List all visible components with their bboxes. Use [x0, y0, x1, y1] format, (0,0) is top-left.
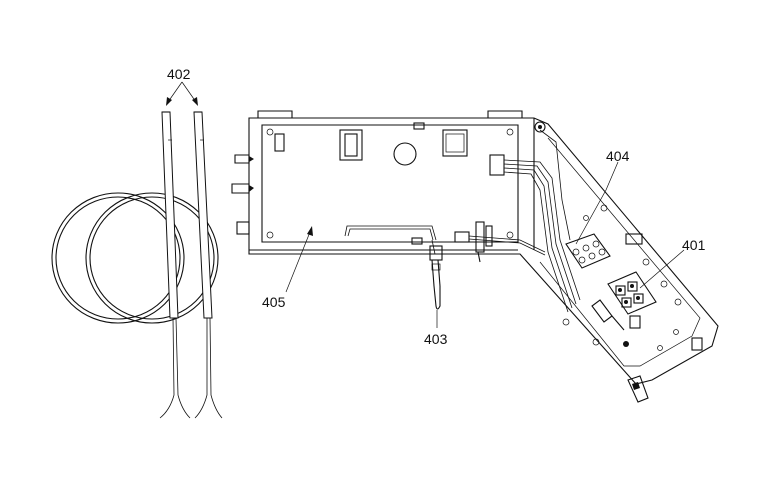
sensor-cable-402 [51, 111, 223, 419]
leader-lines [166, 81, 685, 328]
callout-402: 402 [167, 66, 191, 82]
callout-403: 403 [424, 331, 448, 347]
callout-405: 405 [262, 294, 286, 310]
terminal-block-401 [591, 271, 657, 331]
terminal-block-404 [565, 233, 611, 269]
callout-404: 404 [606, 148, 630, 164]
control-box-405 [231, 110, 719, 403]
thermistor-probe-403 [429, 239, 443, 310]
callout-401: 401 [682, 237, 706, 253]
